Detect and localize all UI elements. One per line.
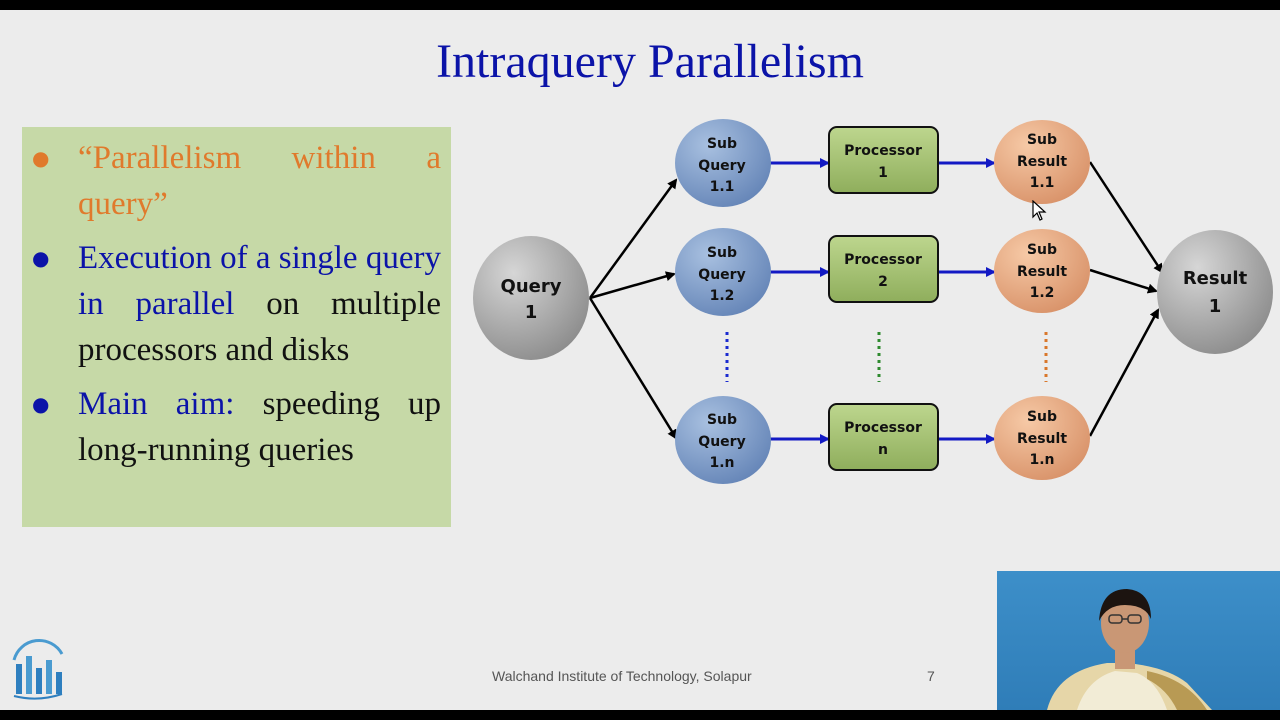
connector-arrow (588, 178, 678, 299)
bullet-item: ● Main aim: speeding up long-running que… (32, 381, 441, 473)
result-node: Result 1 (1157, 230, 1273, 354)
svg-text:1: 1 (525, 302, 538, 323)
processor-node: Processor 1 (828, 126, 939, 194)
processor-node: Processor n (828, 403, 939, 471)
svg-text:Query: Query (501, 276, 562, 297)
subquery-node: Sub Query 1.n (675, 396, 771, 484)
svg-text:Result: Result (1183, 268, 1248, 289)
mouse-cursor-icon (1032, 200, 1047, 221)
bullet-item: ● Execution of a single query in paralle… (32, 235, 441, 373)
bullet-item: ● “Parallelism within a query” (32, 135, 441, 227)
subquery-label: 1.n (709, 455, 734, 471)
subquery-label: 1.1 (710, 179, 735, 195)
connector-arrow (589, 271, 676, 300)
subquery-label: 1.2 (710, 288, 735, 304)
bullet-text: on multiple processors and disks (78, 286, 441, 368)
svg-text:1: 1 (1209, 296, 1222, 317)
slide: Intraquery Parallelism ● “Parallelism wi… (0, 10, 1280, 710)
processor-label: 2 (878, 274, 888, 290)
webcam-overlay (997, 571, 1280, 710)
bullet-text: “Parallelism within a query” (78, 140, 441, 222)
bullet-dot-icon: ● (32, 246, 50, 270)
processor-label: 1 (878, 165, 888, 181)
bullet-dot-icon: ● (32, 146, 50, 170)
processor-label: Processor (844, 143, 922, 159)
processor-node: Processor 2 (828, 235, 939, 303)
subresult-label: Sub (1027, 409, 1057, 425)
bullet-dot-icon: ● (32, 392, 50, 416)
page-number: 7 (927, 668, 935, 684)
subquery-node: Sub Query 1.2 (675, 228, 771, 316)
footer-institute: Walchand Institute of Technology, Solapu… (492, 668, 752, 684)
bullet-text: speeding up long-running queries (78, 386, 441, 468)
subresult-node: Sub Result 1.n (994, 396, 1090, 480)
subquery-label: Query (698, 267, 745, 283)
bullet-box: ● “Parallelism within a query” ● Executi… (22, 127, 451, 527)
processor-label: n (878, 442, 888, 458)
presenter-video (1047, 589, 1212, 710)
query-label: Query (501, 276, 562, 297)
subresult-label: 1.2 (1030, 285, 1055, 301)
processor-label: Processor (844, 252, 922, 268)
result-label: Result (1183, 268, 1248, 289)
subresult-label: Result (1017, 431, 1067, 447)
bullet-text-highlight: Execution of a single query in parallel (78, 240, 441, 322)
slide-title: Intraquery Parallelism (436, 35, 864, 88)
subresult-label: 1.1 (1030, 175, 1055, 191)
subquery-label: Query (698, 158, 745, 174)
connector-arrow (1088, 161, 1164, 274)
query-node: Query 1 (473, 236, 589, 360)
subquery-label: Query (698, 434, 745, 450)
processor-label: Processor (844, 420, 922, 436)
result-number: 1 (1209, 296, 1222, 317)
subquery-label: Sub (707, 245, 737, 261)
connector-arrow (588, 297, 678, 440)
bullet-text-highlight: Main aim: (78, 386, 235, 422)
connector-arrow (1088, 308, 1160, 437)
subresult-label: 1.n (1029, 452, 1054, 468)
query-number: 1 (525, 302, 538, 323)
subquery-node: Sub Query 1.1 (675, 119, 771, 207)
subquery-label: Sub (707, 136, 737, 152)
subresult-node: Sub Result 1.1 (994, 120, 1090, 204)
subresult-node: Sub Result 1.2 (994, 229, 1090, 313)
subresult-label: Result (1017, 264, 1067, 280)
subquery-label: Sub (707, 412, 737, 428)
subresult-label: Sub (1027, 132, 1057, 148)
subresult-label: Sub (1027, 242, 1057, 258)
subresult-label: Result (1017, 154, 1067, 170)
institute-logo-icon (12, 638, 64, 700)
parallelism-diagram: Query 1 Result 1 Sub Query 1.1 Sub Query… (473, 119, 1273, 484)
connector-arrow (1089, 268, 1158, 294)
